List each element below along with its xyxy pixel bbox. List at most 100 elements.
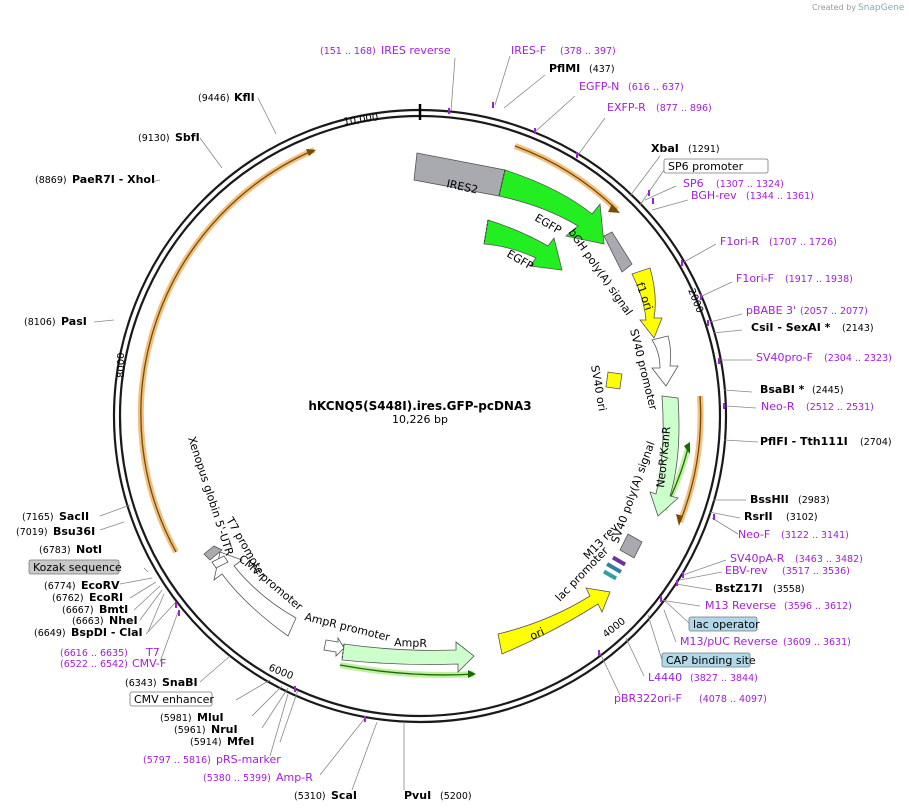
enzyme-sbfi[interactable]: SbfI [175,131,200,144]
enzyme-mfei[interactable]: MfeI [227,735,254,748]
primer-ebvrev[interactable]: EBV-rev [725,564,768,577]
enzyme-clai[interactable]: BspDI - ClaI [71,626,143,639]
enzyme-xbai[interactable]: XbaI [651,142,679,155]
primer-iresrev[interactable]: IRES reverse [381,44,451,57]
enzyme-ecori[interactable]: EcoRI [89,591,123,604]
egfp-feature-2[interactable] [483,219,563,271]
primer-l4440[interactable]: L4440 [648,671,682,684]
box-cmv-enhancer[interactable] [129,691,213,707]
enzyme-sacii[interactable]: SacII [59,510,89,523]
enzyme-pflmi[interactable]: PflMI [549,62,580,75]
orf-arc-right-head [676,514,683,526]
orf-arc-left-head [306,149,316,156]
enzyme-rsrii[interactable]: RsrII [744,510,773,523]
primer-sv40par[interactable]: SV40pA-R [730,552,785,565]
primer-ampr[interactable]: Amp-R [276,771,313,784]
enzyme-pvui[interactable]: PvuI [404,789,431,802]
primer-neof-pos: (3122 .. 3141) [781,530,849,541]
plasmid-name: hKCNQ5(S448I).ires.GFP-pcDNA3 [308,399,531,413]
enzyme-mlui-pos: (5981) [160,713,192,724]
lac-operator-feature[interactable] [602,569,618,581]
enzyme-bsabi[interactable]: BsaBI * [760,383,805,396]
ampr-feature[interactable] [341,641,475,673]
box-cap-binding-site[interactable] [661,652,751,668]
tick-8000: 8000 [116,353,127,378]
enzyme-bsu36i[interactable]: Bsu36I [53,525,95,538]
xenopus-utr-feature[interactable] [211,555,229,569]
primer-iresrev-pos: (151 .. 168) [320,46,376,57]
primer-prsmarker-pos: (5797 .. 5816) [143,755,211,766]
primer-iresf[interactable]: IRES-F [511,44,546,57]
primer-t7[interactable]: T7 [145,646,160,659]
primer-f1orif[interactable]: F1ori-F [736,272,774,285]
lac-promoter-feature[interactable] [606,562,622,574]
enzyme-bstz17i[interactable]: BstZ17I [715,582,763,595]
enzyme-kfli[interactable]: KflI [234,91,255,104]
t7-promoter-feature[interactable] [203,545,223,561]
enzyme-csii[interactable]: CsiI - SexAI * [751,321,831,334]
ori-feature[interactable] [497,587,611,655]
label-neor-kanr: NeoR/KanR [654,425,673,488]
primer-bghrev[interactable]: BGH-rev [691,189,737,202]
primer-f1orir[interactable]: F1ori-R [720,235,760,248]
box-lac-operator-label: lac operator [693,618,760,631]
primer-neor[interactable]: Neo-R [761,400,795,413]
label-sv40-ori: SV40 ori [588,364,609,412]
primer-sv40par-pos: (3463 .. 3482) [795,554,863,565]
primer-f1orif-pos: (1917 .. 1938) [785,274,853,285]
egfp-feature-1[interactable] [498,169,605,245]
primer-m13puc[interactable]: M13/pUC Reverse [680,635,778,648]
primer-prsmarker[interactable]: pRS-marker [216,753,281,766]
enzyme-xhoi[interactable]: PaeR7I - XhoI [72,173,155,186]
f1-ori-feature[interactable] [631,267,663,339]
sv40-ori-feature[interactable] [605,371,623,390]
primer-ebvrev-pos: (3517 .. 3536) [782,566,850,577]
box-sp6-promoter[interactable] [663,158,769,174]
box-lac-operator[interactable] [688,616,758,632]
primer-sv40prof[interactable]: SV40pro-F [756,351,813,364]
primer-m13reverse[interactable]: M13 Reverse [705,599,776,612]
sv40-polya-feature[interactable] [619,533,643,559]
m13-rev-feature[interactable] [611,555,627,567]
primer-egfpn[interactable]: EGFP-N [579,80,619,93]
enzyme-nhei[interactable]: NheI [109,614,138,627]
orf-arc-top-head [608,204,620,213]
enzyme-pasi[interactable]: PasI [61,315,87,328]
enzyme-ecorv-pos: (6774) [44,581,76,592]
tick-2000: 2000 [685,287,705,315]
primer-exfpr[interactable]: EXFP-R [607,101,646,114]
primer-pbabe3[interactable]: pBABE 3' [746,304,796,317]
enzyme-snabi[interactable]: SnaBI [162,676,198,689]
leader-lines [93,55,759,791]
primer-m13reverse-pos: (3596 .. 3612) [784,601,852,612]
primer-sp6[interactable]: SP6 [683,177,704,190]
enzyme-mlui[interactable]: MluI [197,711,224,724]
primer-neof[interactable]: Neo-F [738,528,770,541]
amp-orf-arc-line [339,664,475,676]
enzyme-sbfi-pos: (9130) [138,133,170,144]
enzyme-kfli-pos: (9446) [198,93,230,104]
neor-kanr-feature[interactable] [649,395,680,517]
primer-bghrev-pos: (1344 .. 1361) [746,191,814,202]
sv40-promoter-feature[interactable] [651,335,679,387]
enzyme-bsshii[interactable]: BssHII [750,493,789,506]
enzyme-bmti[interactable]: BmtI [99,603,128,616]
enzyme-noti[interactable]: NotI [76,543,102,556]
enzyme-ecorv[interactable]: EcoRV [81,579,120,592]
primer-cmvf-pos: (6522 .. 6542) [60,659,128,670]
box-kozak-sequence[interactable] [28,559,120,575]
label-ampr: AmpR [394,636,428,650]
enzyme-nrui[interactable]: NruI [211,723,238,736]
enzyme-rsrii-pos: (3102) [786,512,818,523]
primer-cmvf[interactable]: CMV-F [132,657,166,670]
ampr-promoter-feature[interactable] [323,636,345,657]
bgh-polya-feature[interactable] [603,231,633,273]
enzyme-ecori-pos: (6762) [52,593,84,604]
enzyme-clai-pos: (6649) [34,628,66,639]
primer-pbr322[interactable]: pBR322ori-F [614,692,682,705]
enzyme-scai[interactable]: ScaI [331,789,357,802]
enzyme-pflfi[interactable]: PflFI - Tth111I [760,435,848,448]
enzyme-noti-pos: (6783) [39,545,71,556]
